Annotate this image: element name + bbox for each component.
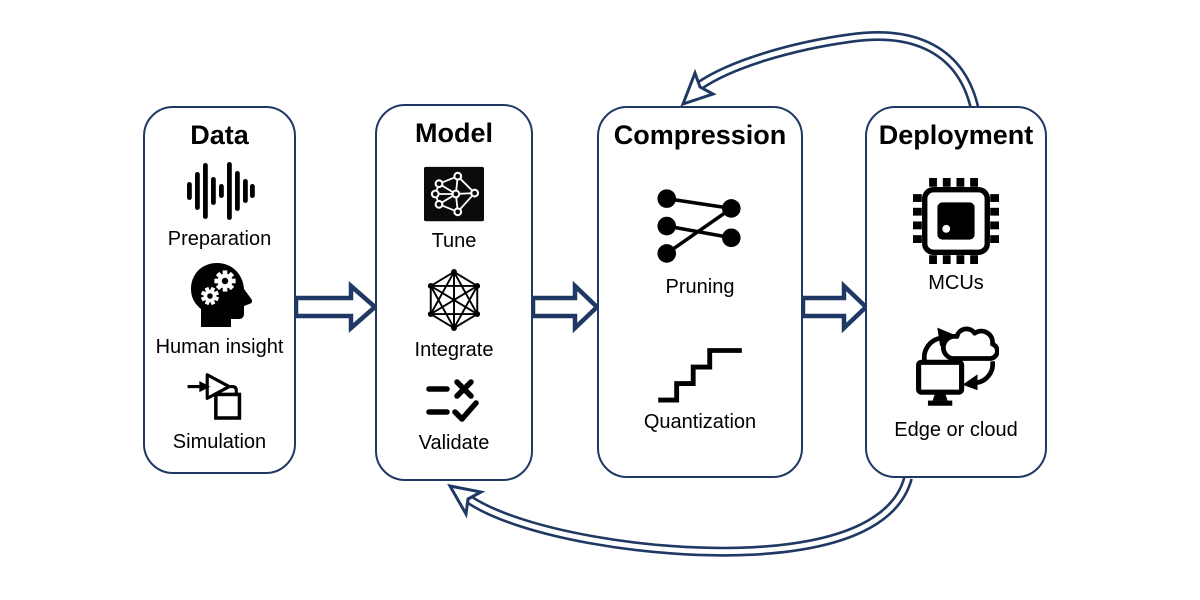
stage-title: Compression <box>613 120 787 150</box>
stage-item-label: Simulation <box>172 430 267 453</box>
stage-item-label: Quantization <box>643 411 757 433</box>
head-gears-icon <box>190 262 252 327</box>
arrowhead <box>447 483 486 519</box>
flow-arrow-data-to-model <box>293 281 379 333</box>
stage-title: Model <box>415 118 493 148</box>
stage-title: Deployment <box>878 120 1034 150</box>
stage-card-deployment: Deployment <box>865 106 1047 478</box>
stage-item: Human insight <box>155 262 284 359</box>
edge-cloud-icon <box>916 326 999 406</box>
stage-item: MCUs <box>913 178 999 295</box>
stage-item: Integrate <box>414 269 494 362</box>
simulation-icon <box>188 372 242 420</box>
stage-item-label: Tune <box>431 230 477 252</box>
stage-item-label: Pruning <box>665 276 735 298</box>
stage-item: Validate <box>418 378 490 455</box>
staircase-icon <box>658 348 742 403</box>
stage-item: Preparation <box>168 162 271 251</box>
stage-item: Simulation <box>173 369 266 454</box>
feedback-arrow-deployment-to-model <box>447 476 913 557</box>
pruning-icon <box>657 189 741 263</box>
arrowhead <box>680 68 717 107</box>
stage-card-model: Model <box>375 104 533 481</box>
checklist-icon <box>426 379 479 422</box>
stage-item: Quantization <box>644 333 756 434</box>
stage-item: Edge or cloud <box>894 321 1018 442</box>
stage-title: Data <box>190 120 249 150</box>
stage-item-label: Integrate <box>414 339 494 361</box>
mesh-network-icon <box>427 269 481 331</box>
neural-network-icon <box>424 166 484 222</box>
stage-item-label: MCUs <box>928 272 984 294</box>
stage-item-label: Preparation <box>167 228 272 251</box>
stage-item-label: Edge or cloud <box>894 419 1018 441</box>
stage-card-compression: Compression Pr <box>597 106 803 478</box>
stage-item: Pruning <box>655 186 745 299</box>
stage-item: Tune <box>424 166 484 253</box>
stage-item-label: Validate <box>418 432 490 454</box>
flow-arrow-model-to-compression <box>530 280 601 334</box>
feedback-arrow-deployment-to-compression <box>680 31 980 112</box>
stage-item-label: Human insight <box>155 335 284 358</box>
audio-waveform-icon <box>186 162 255 221</box>
flow-arrow-compression-to-deployment <box>800 280 870 334</box>
stage-card-data: Data Preparation <box>143 106 296 474</box>
microchip-icon <box>913 178 999 264</box>
